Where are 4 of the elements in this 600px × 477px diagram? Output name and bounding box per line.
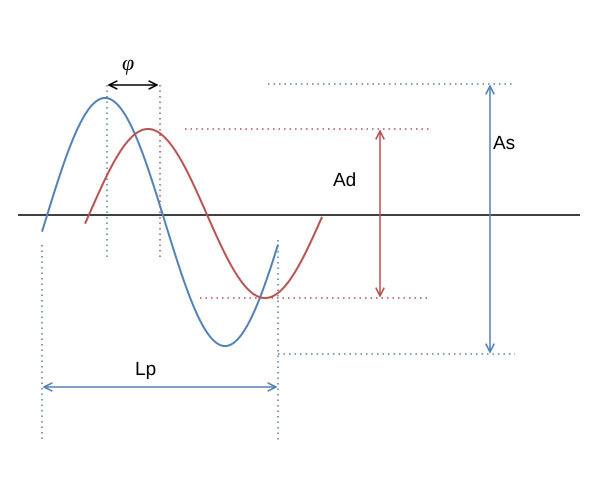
dimension-label: φ — [122, 52, 134, 74]
dimension-label: Ad — [333, 171, 356, 190]
dimension-label: Lp — [135, 360, 156, 379]
dimension-label: As — [493, 134, 516, 153]
